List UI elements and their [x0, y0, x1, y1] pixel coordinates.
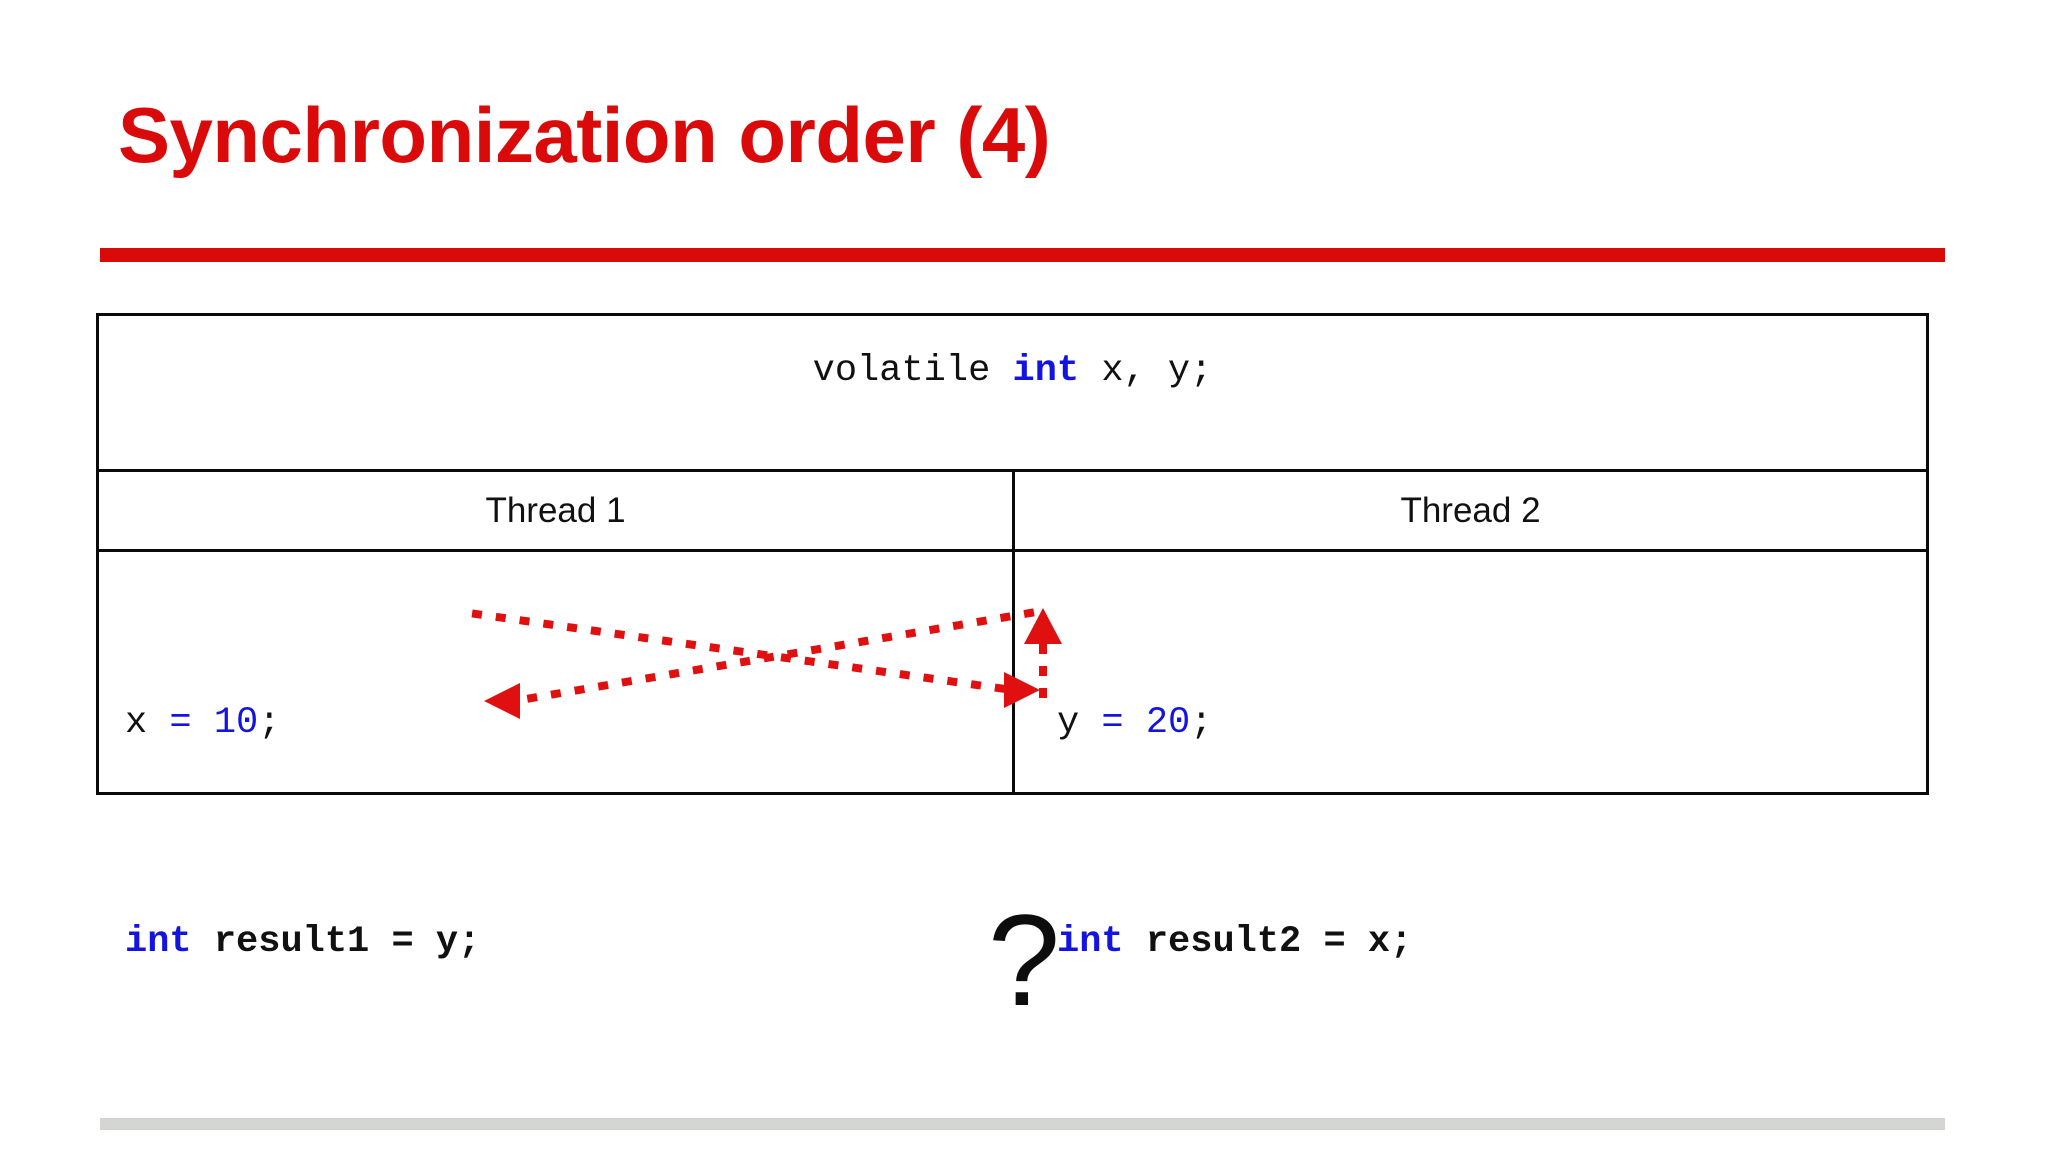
t1-l1-value: 10	[213, 701, 259, 744]
footer-divider-bar	[100, 1118, 1945, 1130]
table-row-declaration: volatile int x, y;	[99, 316, 1926, 472]
t2-l1-semicolon: ;	[1190, 701, 1213, 744]
table-row-headers: Thread 1 Thread 2	[99, 472, 1926, 552]
declaration-code: volatile int x, y;	[813, 350, 1213, 392]
thread-1-code-cell: x = 10; int result1 = y;	[99, 552, 1015, 963]
thread-1-line-2: int result1 = y;	[125, 915, 1012, 970]
thread-2-line-1: y = 20;	[1057, 696, 1926, 751]
code-comparison-table: volatile int x, y; Thread 1 Thread 2 x =…	[96, 313, 1929, 963]
table-row-code: x = 10; int result1 = y; y = 20; int res…	[99, 552, 1926, 963]
declaration-suffix: x, y;	[1079, 350, 1213, 392]
column-header-thread-1: Thread 1	[99, 472, 1015, 549]
t1-l2-rest: result1 = y;	[191, 920, 481, 963]
t1-l1-semicolon: ;	[258, 701, 281, 744]
thread-2-code-cell: y = 20; int result2 = x;	[1015, 552, 1926, 963]
t2-l1-value: 20	[1145, 701, 1191, 744]
t2-l1-ident: y	[1057, 701, 1080, 744]
t1-l1-operator: =	[147, 701, 214, 744]
t2-l2-rest: result2 = x;	[1123, 920, 1413, 963]
page-title: Synchronization order (4)	[118, 91, 1051, 179]
declaration-keyword-int: int	[1012, 350, 1080, 392]
t2-l1-operator: =	[1079, 701, 1146, 744]
declaration-prefix: volatile	[812, 350, 1013, 392]
question-mark: ?	[987, 887, 1061, 1033]
thread-1-line-1: x = 10;	[125, 696, 1012, 751]
t1-l2-keyword-int: int	[125, 920, 192, 963]
thread-2-line-2: int result2 = x;	[1057, 915, 1926, 970]
title-underline-rule	[100, 248, 1945, 262]
column-header-thread-2: Thread 2	[1400, 490, 1541, 530]
t2-l2-keyword-int: int	[1057, 920, 1124, 963]
t1-l1-ident: x	[125, 701, 148, 744]
